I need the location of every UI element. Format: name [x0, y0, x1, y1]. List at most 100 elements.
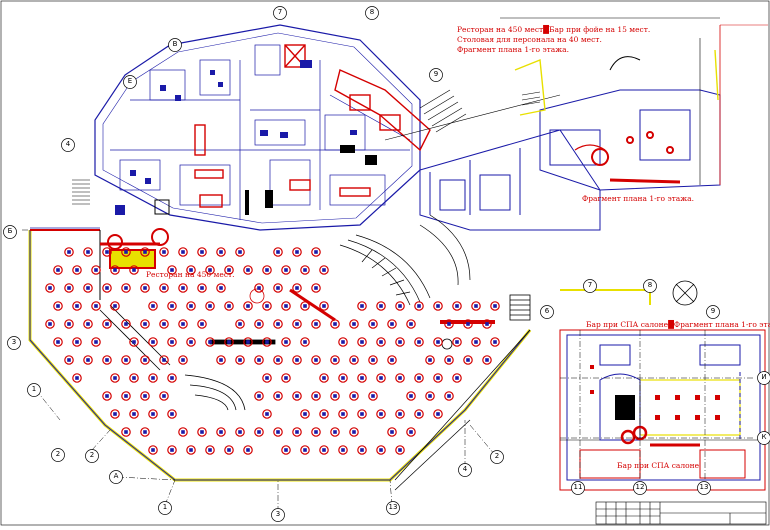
table	[464, 356, 472, 364]
table	[369, 392, 377, 400]
table	[415, 302, 423, 310]
table	[217, 428, 225, 436]
table	[255, 284, 263, 292]
table	[388, 356, 396, 364]
table	[301, 410, 309, 418]
table	[263, 410, 271, 418]
table	[350, 428, 358, 436]
table	[160, 284, 168, 292]
table	[312, 428, 320, 436]
table	[217, 284, 225, 292]
table	[65, 320, 73, 328]
table	[179, 356, 187, 364]
table	[396, 374, 404, 382]
table	[301, 302, 309, 310]
table	[187, 302, 195, 310]
table	[255, 320, 263, 328]
table	[282, 266, 290, 274]
table	[491, 338, 499, 346]
table	[198, 320, 206, 328]
kitchen-block	[95, 25, 420, 230]
table	[407, 392, 415, 400]
table	[388, 428, 396, 436]
axis-label: А	[109, 472, 123, 480]
table	[84, 320, 92, 328]
hall-columns	[510, 281, 697, 320]
axis-label: 1	[27, 385, 41, 393]
table	[293, 320, 301, 328]
table	[217, 356, 225, 364]
table	[320, 374, 328, 382]
table	[434, 338, 442, 346]
axis-label: 7	[273, 8, 287, 16]
table	[168, 410, 176, 418]
table	[187, 338, 195, 346]
table	[198, 284, 206, 292]
axis-label: В	[168, 40, 182, 48]
table	[320, 410, 328, 418]
table	[160, 320, 168, 328]
table	[111, 374, 119, 382]
table	[274, 284, 282, 292]
table	[149, 410, 157, 418]
table	[84, 248, 92, 256]
table	[415, 410, 423, 418]
table	[377, 410, 385, 418]
table	[445, 392, 453, 400]
table	[206, 302, 214, 310]
table	[103, 392, 111, 400]
table	[73, 374, 81, 382]
table	[293, 392, 301, 400]
axis-label: 1	[158, 503, 172, 511]
table	[168, 338, 176, 346]
table	[168, 446, 176, 454]
service-corridor	[420, 130, 600, 230]
table	[301, 446, 309, 454]
table	[350, 356, 358, 364]
table	[160, 392, 168, 400]
table	[244, 446, 252, 454]
table	[168, 374, 176, 382]
axis-label: 11	[571, 483, 585, 491]
kitchen-details	[115, 60, 372, 215]
table	[472, 338, 480, 346]
axis-label: 8	[643, 281, 657, 289]
spa-header: Бар при СПА салоне█Фрагмент плана 1-го э…	[586, 320, 770, 330]
table	[350, 392, 358, 400]
table	[236, 428, 244, 436]
restaurant-header-line-1: Ресторан на 450 мест█Бар при фойе на 15 …	[457, 25, 650, 35]
table	[65, 356, 73, 364]
partition-line	[385, 95, 560, 140]
table	[179, 428, 187, 436]
table	[65, 284, 73, 292]
table	[236, 356, 244, 364]
table	[141, 284, 149, 292]
table	[331, 428, 339, 436]
axis-label: 2	[490, 452, 504, 460]
table	[358, 338, 366, 346]
axis-label: 7	[583, 281, 597, 289]
table	[141, 392, 149, 400]
spa-bottom-label: Бар при СПА салоне	[617, 461, 699, 471]
table	[54, 266, 62, 274]
table	[54, 302, 62, 310]
spa-axis-lines	[560, 330, 755, 480]
title-block-lines	[596, 502, 766, 524]
table	[244, 266, 252, 274]
axis-label: 2	[85, 451, 99, 459]
table	[331, 392, 339, 400]
table	[350, 320, 358, 328]
table	[339, 410, 347, 418]
table	[130, 338, 138, 346]
table	[377, 446, 385, 454]
table	[491, 302, 499, 310]
table	[198, 428, 206, 436]
table	[236, 248, 244, 256]
table	[103, 320, 111, 328]
table	[293, 284, 301, 292]
table	[92, 266, 100, 274]
table	[312, 356, 320, 364]
table	[377, 374, 385, 382]
table	[73, 302, 81, 310]
